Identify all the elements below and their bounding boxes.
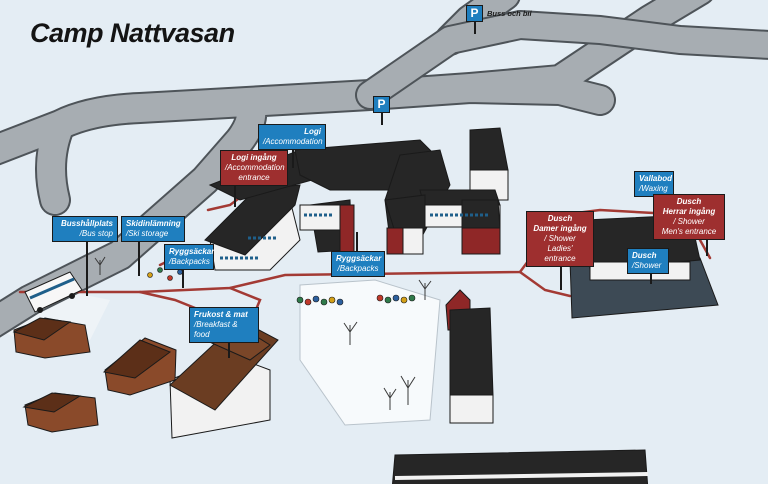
label-title-line-2: Herrar ingång (662, 207, 716, 216)
label-pin (650, 268, 652, 284)
window-row (220, 213, 490, 260)
label-subtitle: /Ski storage (126, 229, 169, 238)
label-title: Logi ingång (231, 153, 277, 162)
label-pin (86, 236, 88, 296)
road-surface (357, 12, 768, 108)
label-bus-stop[interactable]: Busshållplats /Bus stop (52, 216, 118, 242)
label-pin (706, 232, 708, 256)
label-subtitle: /Accommodation entrance (225, 163, 285, 182)
label-subtitle: /Backpacks (337, 264, 379, 273)
label-pin (228, 328, 230, 358)
building-wall-red (461, 227, 501, 255)
building-roof (384, 194, 426, 233)
label-subtitle: / Shower (673, 217, 705, 226)
path (518, 270, 572, 298)
map-title: Camp Nattvasan (30, 18, 235, 48)
label-subtitle: / Shower (544, 234, 576, 243)
label-subtitle: /Shower (632, 261, 662, 270)
label-pin (234, 177, 236, 207)
label-pin (182, 264, 184, 288)
building-wall-red (339, 204, 355, 254)
bus-stripe (29, 277, 75, 300)
building-wall-red (386, 227, 404, 255)
cabin-roof (102, 339, 172, 379)
label-title: Skidinlämning (126, 219, 181, 228)
label-pin (138, 236, 140, 276)
label-title: Ryggsäckar (336, 254, 382, 263)
label-backpacks-1[interactable]: Ryggsäckar /Backpacks (164, 244, 214, 270)
label-title: Dusch (547, 214, 573, 223)
label-pin (560, 250, 562, 290)
sign-pole (474, 22, 476, 34)
label-title-line-2: Damer ingång (533, 224, 587, 233)
label-subtitle-line-2: Men's entrance (661, 227, 717, 236)
cabin-roof (12, 317, 72, 341)
label-shower-ladies[interactable]: Dusch Damer ingång / Shower Ladies' entr… (526, 211, 594, 267)
backpacks (147, 267, 416, 306)
trees (94, 256, 432, 410)
label-breakfast-food[interactable]: Frukost & mat /Breakfast & food (189, 307, 259, 343)
parking-sign-bus-car[interactable]: P (466, 5, 483, 22)
building-roof (469, 127, 509, 173)
label-ski-storage[interactable]: Skidinlämning /Ski storage (121, 216, 185, 242)
label-backpacks-2[interactable]: Ryggsäckar /Backpacks (331, 251, 385, 277)
label-subtitle: /Breakfast & food (194, 320, 238, 339)
label-pin (292, 146, 294, 168)
building-wall (449, 394, 494, 424)
label-title: Vallabod (639, 174, 673, 183)
label-accommodation-entrance[interactable]: Logi ingång /Accommodation entrance (220, 150, 288, 186)
label-subtitle: /Bus stop (79, 229, 113, 238)
label-pin (356, 232, 358, 252)
label-subtitle: /Accommodation (263, 137, 323, 146)
label-shower[interactable]: Dusch /Shower (627, 248, 669, 274)
cabin-roof (22, 392, 82, 413)
sign-pole (381, 113, 383, 125)
label-title: Busshållplats (60, 219, 113, 228)
label-accommodation[interactable]: Logi /Accommodation (258, 124, 326, 150)
building-wall (402, 227, 424, 255)
label-subtitle: /Backpacks (169, 257, 210, 266)
label-shower-men[interactable]: Dusch Herrar ingång / Shower Men's entra… (653, 194, 725, 240)
label-subtitle: /Waxing (639, 184, 668, 193)
cabins (12, 317, 177, 433)
parking-sign[interactable]: P (373, 96, 390, 113)
label-title: Logi (304, 127, 321, 136)
accommodation-complex (204, 127, 509, 271)
parking-label-bus-car: Buss och bil (487, 9, 532, 18)
bus (24, 271, 83, 313)
label-subtitle-line-2: Ladies' entrance (544, 244, 576, 263)
building-bottom-wall (394, 472, 649, 480)
label-title: Ryggsäckar (169, 247, 215, 256)
label-title: Frukost & mat (194, 310, 248, 319)
label-title: Dusch (676, 197, 702, 206)
snow-field (299, 279, 441, 426)
building-wall (299, 204, 341, 231)
label-title: Dusch (632, 251, 657, 260)
long-building (449, 307, 494, 399)
